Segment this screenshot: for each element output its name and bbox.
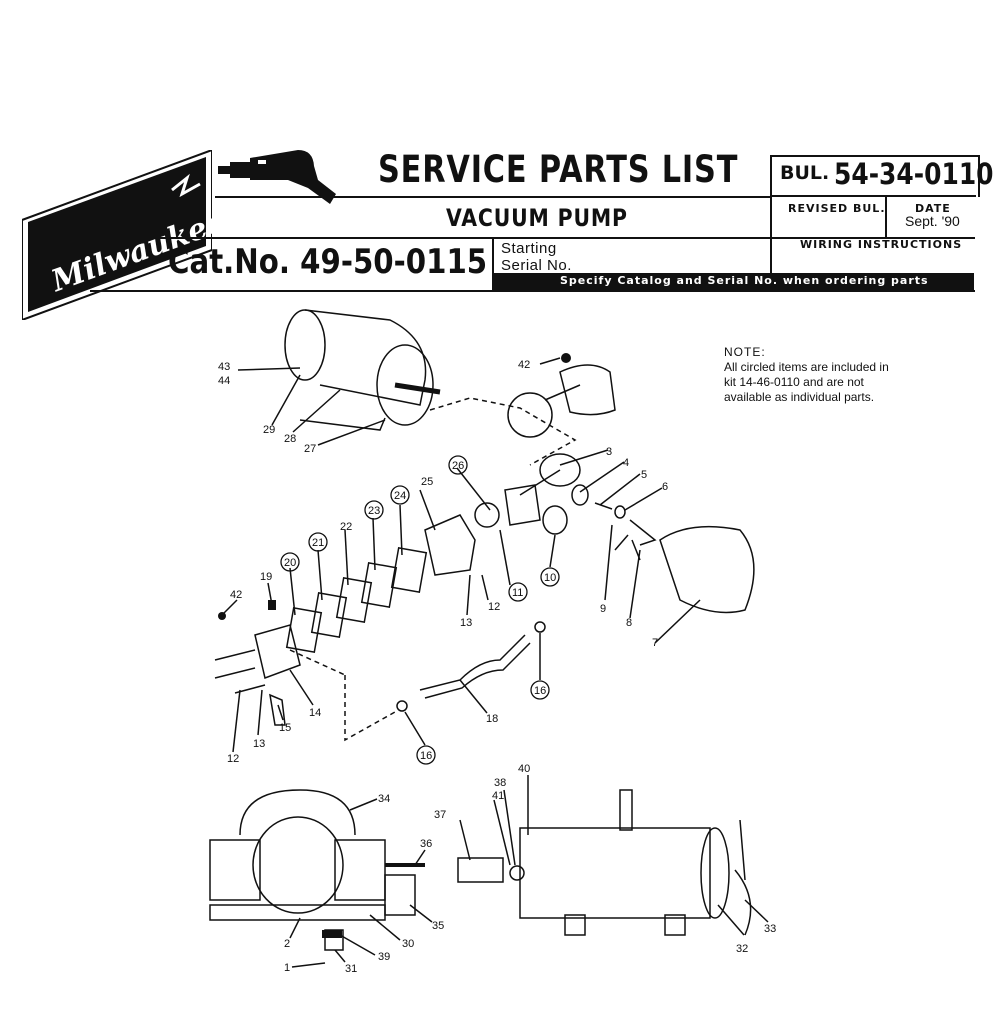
motor-drawing xyxy=(284,309,441,431)
part-label: 28 xyxy=(284,433,296,445)
part-label: 6 xyxy=(662,481,668,493)
part-label: 42 xyxy=(230,589,242,601)
part-label: 29 xyxy=(263,424,275,436)
part-label: 10 xyxy=(544,572,556,584)
header-rule-2 xyxy=(150,237,975,239)
product-name: VACUUM PUMP xyxy=(446,204,628,232)
part-label: 12 xyxy=(488,601,500,613)
date-divider xyxy=(885,195,887,237)
part-label: 18 xyxy=(486,713,498,725)
part-label: 25 xyxy=(421,476,433,488)
header-rule xyxy=(215,196,770,198)
part-label: 37 xyxy=(434,809,446,821)
wiring-instructions-label: WIRING INSTRUCTIONS xyxy=(800,238,963,251)
starting-box-left xyxy=(492,237,494,291)
note-line: All circled items are included in xyxy=(724,360,889,374)
part-label: 13 xyxy=(253,738,265,750)
part-label: 19 xyxy=(260,571,272,583)
specify-note: Specify Catalog and Serial No. when orde… xyxy=(560,274,929,287)
note-line: kit 14-46-0110 and are not xyxy=(724,375,864,389)
part-label: 1 xyxy=(284,962,290,974)
note-heading: NOTE: xyxy=(724,345,766,359)
header-rule-3 xyxy=(90,290,975,292)
part-label: 12 xyxy=(227,753,239,765)
part-label: 33 xyxy=(764,923,776,935)
bul-box-divider xyxy=(770,195,772,273)
part-label: 34 xyxy=(378,793,390,805)
part-label: 43 xyxy=(218,361,230,373)
part-label: 16 xyxy=(420,750,432,762)
part-label: 26 xyxy=(452,460,464,472)
part-label: 39 xyxy=(378,951,390,963)
part-label: 35 xyxy=(432,920,444,932)
part-label: 27 xyxy=(304,443,316,455)
part-label: 22 xyxy=(340,521,352,533)
date-label: DATE xyxy=(915,202,951,215)
drill-icon xyxy=(218,148,343,213)
catalog-number: Cat.No. 49-50-0115 xyxy=(168,242,488,282)
date-value: Sept. '90 xyxy=(905,213,960,229)
part-label: 31 xyxy=(345,963,357,975)
part-label: 3 xyxy=(606,446,612,458)
revised-bul-label: REVISED BUL. xyxy=(788,202,886,215)
assembled-front-view xyxy=(209,789,425,951)
milwaukee-logo: Milwaukee xyxy=(21,148,230,322)
part-label: 4 xyxy=(623,457,629,469)
part-label: 24 xyxy=(394,490,406,502)
part-label: 44 xyxy=(218,375,230,387)
assembled-side-view xyxy=(457,789,752,936)
part-label: 7 xyxy=(652,637,658,649)
part-label: 42 xyxy=(518,359,530,371)
part-label: 8 xyxy=(626,617,632,629)
bulletin-box xyxy=(770,155,980,197)
part-label: 20 xyxy=(284,557,296,569)
piston-drawing xyxy=(504,453,626,526)
bulletin-number: 54-34-0110 xyxy=(834,157,994,191)
part-label: 14 xyxy=(309,707,321,719)
exploded-parts-diagram: 43 44 29 28 27 42 3 4 5 6 26 25 24 23 22… xyxy=(209,309,776,975)
specify-bar xyxy=(492,273,974,290)
starting-label: Starting xyxy=(501,240,557,257)
part-label: 2 xyxy=(284,938,290,950)
part-label: 30 xyxy=(402,938,414,950)
part-label: 40 xyxy=(518,763,530,775)
serial-label: Serial No. xyxy=(501,257,572,274)
part-label: 36 xyxy=(420,838,432,850)
kit-note: NOTE: All circled items are included in … xyxy=(724,345,934,405)
page-title: SERVICE PARTS LIST xyxy=(378,148,739,191)
part-label: 32 xyxy=(736,943,748,955)
part-label: 38 xyxy=(494,777,506,789)
bulletin-label: BUL. xyxy=(780,162,830,184)
bul-rule xyxy=(770,195,976,197)
part-label: 5 xyxy=(641,469,647,481)
part-label: 13 xyxy=(460,617,472,629)
part-label: 11 xyxy=(512,587,523,599)
part-label: 23 xyxy=(368,505,380,517)
part-label: 21 xyxy=(312,537,324,549)
part-label: 41 xyxy=(492,790,504,802)
part-label: 15 xyxy=(279,722,291,734)
part-label: 16 xyxy=(534,685,546,697)
part-label: 9 xyxy=(600,603,606,615)
pump-head-drawing xyxy=(507,364,616,438)
note-line: available as individual parts. xyxy=(724,390,875,404)
